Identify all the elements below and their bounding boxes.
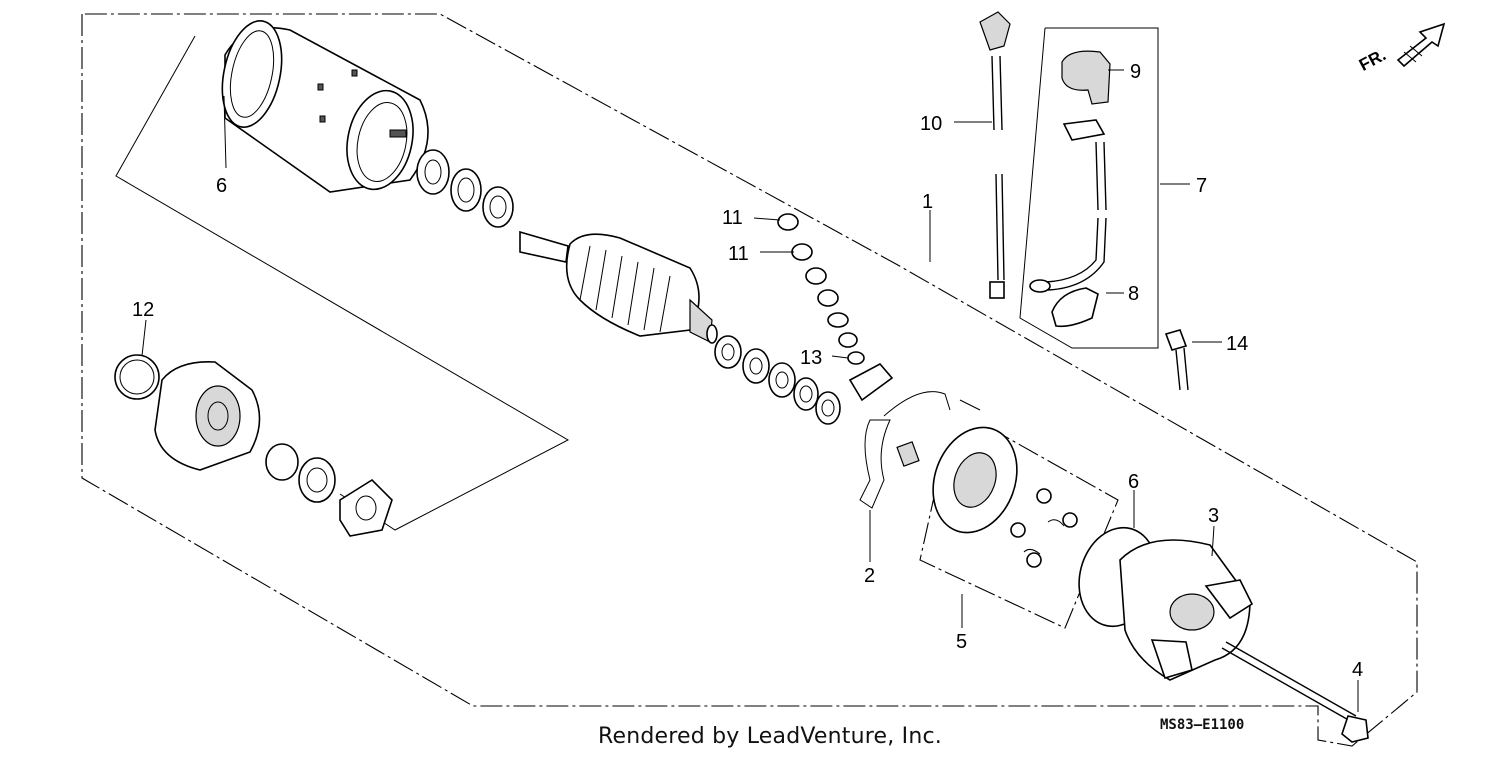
nuts-washers-part: [777, 213, 865, 365]
callout-3: 3: [1208, 505, 1219, 527]
diagram-code: MS83—E1100: [1160, 717, 1245, 733]
callout-11: 11: [722, 207, 743, 229]
yoke-housing-part: [221, 20, 429, 193]
brush-set-part: [848, 362, 981, 509]
assembly-outline: [81, 13, 1418, 747]
shim-washers-lower: [714, 335, 841, 425]
callout-9: 9: [1130, 61, 1141, 83]
cable-set-part: [1029, 50, 1111, 328]
rear-cover-part: [114, 354, 393, 537]
callout-13: 13: [800, 347, 822, 369]
armature-part: [519, 230, 718, 344]
front-cover-part: [1078, 526, 1254, 681]
callout-6: 6: [1128, 471, 1139, 493]
callout-5: 5: [956, 631, 967, 653]
callout-1: 1: [922, 191, 933, 213]
callout-7: 7: [1196, 175, 1207, 197]
lead-wire-part: [979, 11, 1011, 299]
through-bolt-part: [1221, 641, 1369, 743]
brush-holder-part: [932, 426, 1078, 568]
sub-outline-5: [919, 427, 1119, 629]
callout-8: 8: [1128, 283, 1139, 305]
callout-4: 4: [1352, 659, 1363, 681]
leader-lines: [141, 69, 1359, 712]
callout-14: 14: [1226, 333, 1248, 355]
callout-12: 12: [132, 299, 154, 321]
shim-washers-upper: [416, 149, 514, 228]
front-direction-arrow-icon: [1396, 22, 1446, 68]
callout-10: 10: [920, 113, 942, 135]
callout-labels: 6 12 11 11 13 1 10 9 7 8 14 2 5 6 3 4: [132, 61, 1363, 681]
render-credit: Rendered by LeadVenture, Inc.: [598, 724, 942, 749]
bolt-part: [1164, 329, 1189, 391]
sub-outline-7: [1019, 27, 1159, 349]
callout-2: 2: [864, 565, 875, 587]
callout-6: 6: [216, 175, 227, 197]
callout-11: 11: [728, 243, 749, 265]
